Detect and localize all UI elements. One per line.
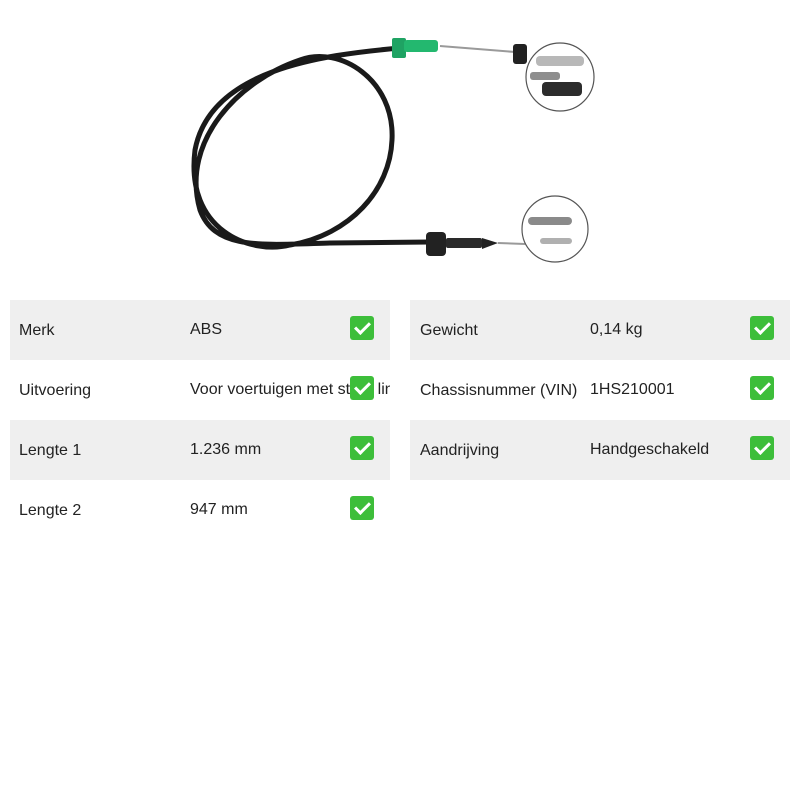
spec-row: Lengte 1 1.236 mm <box>10 420 390 480</box>
spec-label: Chassisnummer (VIN) <box>420 382 578 399</box>
check-icon <box>750 316 774 340</box>
spec-value: ABS <box>190 321 223 338</box>
spec-label: Gewicht <box>420 322 478 339</box>
spec-table-left: Merk ABS Uitvoering Voor voertuigen met … <box>10 300 390 540</box>
spec-row: Uitvoering Voor voertuigen met stuur lin… <box>10 360 390 420</box>
spec-label: Lengte 2 <box>19 502 82 519</box>
product-image <box>0 0 800 290</box>
spec-value: 1HS210001 <box>590 381 675 398</box>
spec-row: Gewicht 0,14 kg <box>410 300 790 360</box>
check-icon <box>750 376 774 400</box>
spec-row: Merk ABS <box>10 300 390 360</box>
check-icon <box>350 316 374 340</box>
spec-row: Aandrijving Handgeschakeld <box>410 420 790 480</box>
spec-row: Lengte 2 947 mm <box>10 480 390 540</box>
check-icon <box>350 376 374 400</box>
spec-row: Chassisnummer (VIN) 1HS210001 <box>410 360 790 420</box>
spec-label: Merk <box>19 322 55 339</box>
spec-label: Lengte 1 <box>19 442 82 459</box>
spec-label: Aandrijving <box>420 442 500 459</box>
spec-table-right: Gewicht 0,14 kg Chassisnummer (VIN) 1HS2… <box>410 300 790 480</box>
spec-value: Handgeschakeld <box>590 441 710 458</box>
spec-value: Voor voertuigen met stuur links <box>190 381 390 398</box>
spec-value: 1.236 mm <box>190 441 262 458</box>
spec-label: Uitvoering <box>19 382 92 399</box>
check-icon <box>350 436 374 460</box>
check-icon <box>750 436 774 460</box>
accelerator-cable-image <box>191 38 595 263</box>
spec-value: 0,14 kg <box>590 321 643 338</box>
check-icon <box>350 496 374 520</box>
spec-value: 947 mm <box>190 501 248 518</box>
